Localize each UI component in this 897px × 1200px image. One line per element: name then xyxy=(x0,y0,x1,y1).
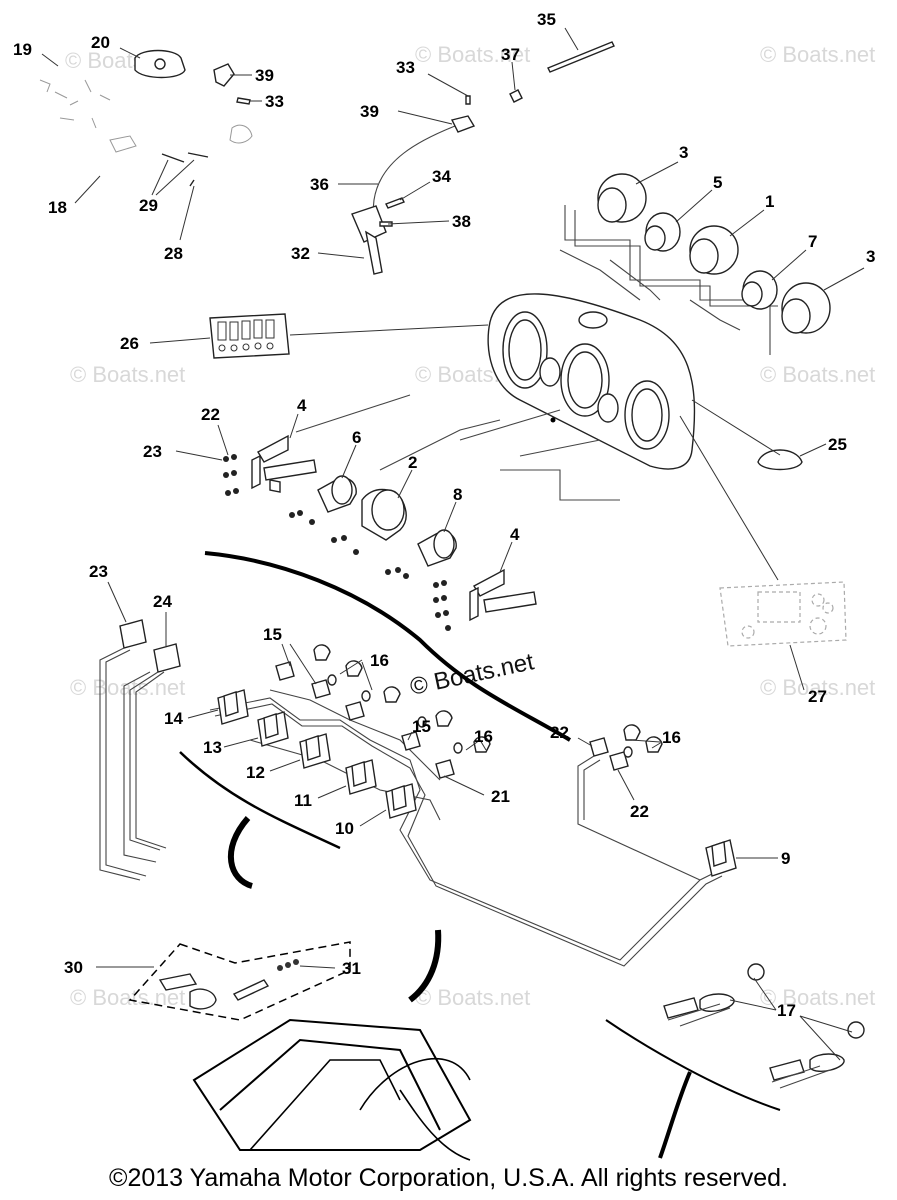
callout-27: 27 xyxy=(808,687,827,706)
callout-38: 38 xyxy=(452,212,471,231)
callout-26: 26 xyxy=(120,334,139,353)
callout-15: 15 xyxy=(412,717,431,736)
callout-21: 21 xyxy=(491,787,510,806)
callout-16: 16 xyxy=(662,728,681,747)
callout-4: 4 xyxy=(297,396,307,415)
callout-32: 32 xyxy=(291,244,310,263)
part-17-harness xyxy=(663,963,865,1089)
rocker-switch-13 xyxy=(257,711,289,747)
bracket-assemblies xyxy=(223,394,620,631)
callout-22: 22 xyxy=(630,802,649,821)
cable-loop xyxy=(227,816,254,889)
callout-16: 16 xyxy=(474,727,493,746)
callout-23: 23 xyxy=(89,562,108,581)
watermark: © Boats.net xyxy=(760,985,875,1010)
callout-19: 19 xyxy=(13,40,32,59)
callout-30: 30 xyxy=(64,958,83,977)
callout-23: 23 xyxy=(143,442,162,461)
gauge-set xyxy=(559,173,831,355)
watermark-layer: © Boats.net © Boats.net © Boats.net © Bo… xyxy=(65,42,875,1010)
callout-28: 28 xyxy=(164,244,183,263)
callout-11: 11 xyxy=(294,791,312,810)
left-harness xyxy=(99,619,181,881)
rocker-switch-14 xyxy=(217,689,249,725)
rocker-switch-12 xyxy=(299,733,331,769)
leader-lines xyxy=(41,27,865,1061)
cable-loop xyxy=(658,1071,692,1159)
top-left-parts xyxy=(39,49,253,187)
hull-structure xyxy=(192,1018,472,1161)
panel-27 xyxy=(719,581,847,647)
watermark: © Boats.net xyxy=(760,675,875,700)
callout-5: 5 xyxy=(713,173,722,192)
callout-22: 22 xyxy=(201,405,220,424)
switch-cluster xyxy=(209,644,723,967)
callout-36: 36 xyxy=(310,175,329,194)
callout-3: 3 xyxy=(679,143,688,162)
service-kit xyxy=(128,941,351,1021)
callout-4: 4 xyxy=(510,525,520,544)
callout-13: 13 xyxy=(203,738,222,757)
watermark: © Boats.net xyxy=(70,362,185,387)
watermark: © Boats.net xyxy=(760,362,875,387)
watermark: © Boats.net xyxy=(70,675,185,700)
callout-31: 31 xyxy=(342,959,361,978)
callout-8: 8 xyxy=(453,485,462,504)
rocker-switch-11 xyxy=(345,759,377,795)
watermark: © Boats.net xyxy=(415,42,530,67)
callout-6: 6 xyxy=(352,428,361,447)
top-middle-parts xyxy=(351,41,615,275)
callout-15: 15 xyxy=(263,625,282,644)
dashboard-panel xyxy=(209,293,803,471)
hull-edge-line xyxy=(204,551,572,742)
hull-edge-line-right xyxy=(605,1019,781,1111)
callout-29: 29 xyxy=(139,196,158,215)
callout-9: 9 xyxy=(781,849,790,868)
callout-37: 37 xyxy=(501,45,520,64)
callout-33: 33 xyxy=(396,58,415,77)
callout-20: 20 xyxy=(91,33,110,52)
watermark: © Boats.net xyxy=(415,985,530,1010)
callout-24: 24 xyxy=(153,592,172,611)
callout-12: 12 xyxy=(246,763,265,782)
hull-edge-line-lower xyxy=(179,751,341,850)
callout-34: 34 xyxy=(432,167,451,186)
callout-39: 39 xyxy=(360,102,379,121)
callout-3: 3 xyxy=(866,247,875,266)
callout-22: 22 xyxy=(550,723,569,742)
callout-1: 1 xyxy=(765,192,774,211)
callout-2: 2 xyxy=(408,453,417,472)
copyright-notice: ©2013 Yamaha Motor Corporation, U.S.A. A… xyxy=(109,1164,788,1192)
callout-35: 35 xyxy=(537,10,556,29)
callout-10: 10 xyxy=(335,819,354,838)
callout-18: 18 xyxy=(48,198,67,217)
cable-loop xyxy=(408,929,442,1003)
callout-16: 16 xyxy=(370,651,389,670)
callout-17: 17 xyxy=(777,1001,796,1020)
callout-14: 14 xyxy=(164,709,183,728)
callout-33: 33 xyxy=(265,92,284,111)
nut-set xyxy=(223,454,451,631)
right-switch-group xyxy=(577,724,737,881)
callout-39: 39 xyxy=(255,66,274,85)
callout-7: 7 xyxy=(808,232,817,251)
watermark: © Boats.net xyxy=(760,42,875,67)
callout-25: 25 xyxy=(828,435,847,454)
watermark-center: © Boats.net xyxy=(408,648,537,701)
callout-labels: 19 20 39 33 18 29 28 35 33 37 39 36 34 3… xyxy=(13,10,875,1020)
bulb-set xyxy=(313,644,491,754)
rocker-switch-10 xyxy=(385,783,417,819)
